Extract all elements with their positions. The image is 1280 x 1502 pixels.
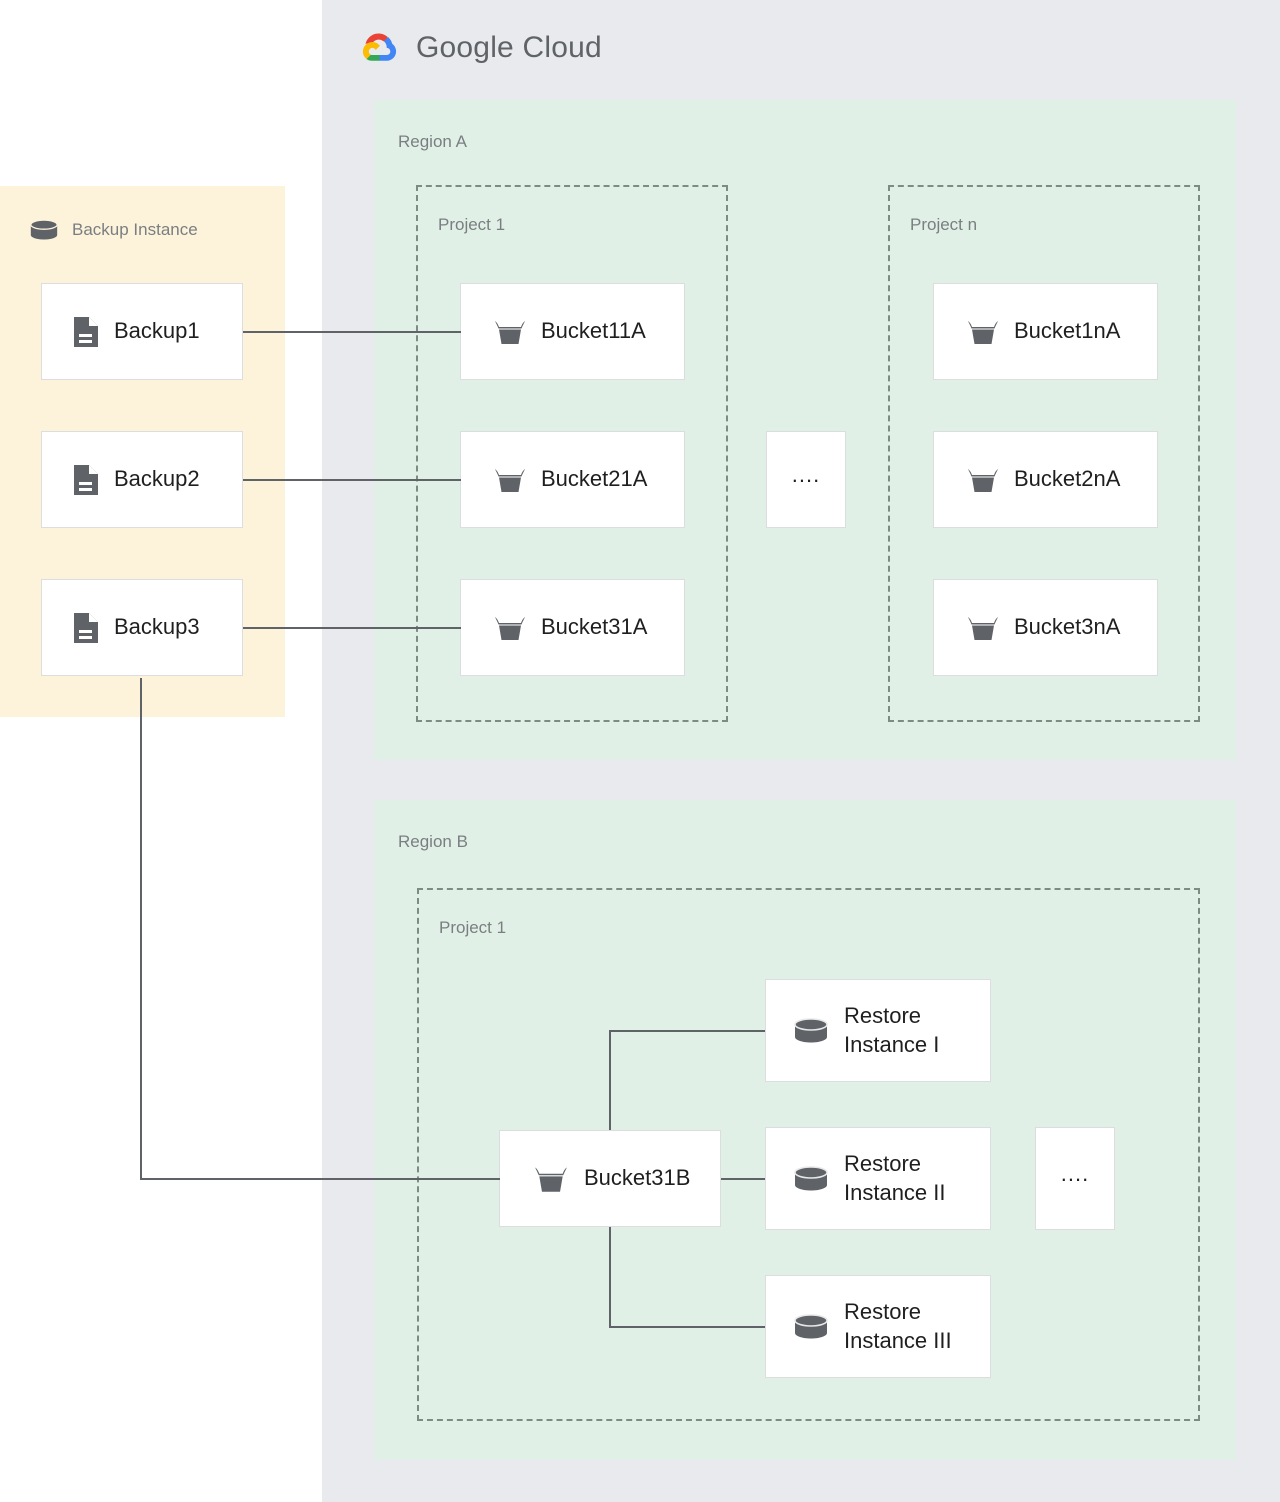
card-restore-instance-iii[interactable]: Restore Instance III xyxy=(765,1275,991,1378)
card-label: Backup3 xyxy=(114,614,200,640)
google-cloud-brand: Google Cloud xyxy=(354,28,602,68)
brand-name: Google Cloud xyxy=(416,31,602,65)
card-label: Bucket2nA xyxy=(1014,466,1121,492)
region-a-ellipsis-card: .... xyxy=(766,431,846,528)
connector-bucket31b-to-restore-i-vertical xyxy=(609,1030,611,1180)
card-label: Bucket3nA xyxy=(1014,614,1121,640)
card-label: Restore Instance III xyxy=(844,1299,952,1353)
card-restore-instance-i[interactable]: Restore Instance I xyxy=(765,979,991,1082)
connector-bucket31b-to-restore-i-horizontal xyxy=(609,1030,766,1032)
backup-instance-header: Backup Instance xyxy=(28,216,198,244)
card-label: Backup1 xyxy=(114,318,200,344)
document-icon xyxy=(74,612,98,643)
card-label: Bucket31A xyxy=(541,614,648,640)
storage-bucket-icon xyxy=(495,320,525,344)
card-label: Bucket11A xyxy=(541,318,646,344)
card-bucket2na[interactable]: Bucket2nA xyxy=(933,431,1158,528)
storage-bucket-icon xyxy=(968,468,998,492)
connector-backup3-to-bucket31b-vertical xyxy=(140,678,142,1180)
document-icon xyxy=(74,316,98,347)
card-bucket1na[interactable]: Bucket1nA xyxy=(933,283,1158,380)
connector-backup3-to-bucket31b-horizontal xyxy=(140,1178,500,1180)
storage-bucket-icon xyxy=(535,1166,567,1192)
card-label: Restore Instance II xyxy=(844,1151,946,1205)
region-b-ellipsis-card: .... xyxy=(1035,1127,1115,1230)
region-a-label: Region A xyxy=(398,132,467,151)
card-bucket21a[interactable]: Bucket21A xyxy=(460,431,685,528)
card-backup3[interactable]: Backup3 xyxy=(41,579,243,676)
region-b-project-1-label: Project 1 xyxy=(439,918,507,937)
storage-bucket-icon xyxy=(968,616,998,640)
card-bucket11a[interactable]: Bucket11A xyxy=(460,283,685,380)
brand-name-cloud: Cloud xyxy=(522,31,602,64)
card-bucket31a[interactable]: Bucket31A xyxy=(460,579,685,676)
card-backup1[interactable]: Backup1 xyxy=(41,283,243,380)
database-cylinder-icon xyxy=(794,1313,828,1338)
region-a-project-n: Project n xyxy=(888,185,1200,722)
database-cylinder-icon xyxy=(794,1017,828,1042)
ellipsis-label: .... xyxy=(791,462,821,488)
database-cylinder-icon xyxy=(794,1165,828,1190)
card-bucket3na[interactable]: Bucket3nA xyxy=(933,579,1158,676)
card-label: Bucket31B xyxy=(584,1165,691,1191)
region-b-project-1: Project 1 xyxy=(417,888,1200,1421)
connector-backup1-to-bucket11a xyxy=(243,331,461,333)
ellipsis-label: .... xyxy=(1060,1161,1090,1187)
card-label: Bucket21A xyxy=(541,466,648,492)
region-b-label: Region B xyxy=(398,832,468,851)
card-label: Bucket1nA xyxy=(1014,318,1121,344)
storage-bucket-icon xyxy=(495,468,525,492)
brand-name-google: Google xyxy=(416,31,514,64)
storage-bucket-icon xyxy=(495,616,525,640)
region-a-project-1: Project 1 xyxy=(416,185,728,722)
document-icon xyxy=(74,464,98,495)
google-cloud-logo-icon xyxy=(362,33,397,61)
connector-bucket31b-to-restore-iii-vertical xyxy=(609,1178,611,1328)
card-label: Restore Instance I xyxy=(844,1003,940,1057)
region-a-project-n-label: Project n xyxy=(910,215,978,234)
card-restore-instance-ii[interactable]: Restore Instance II xyxy=(765,1127,991,1230)
card-label: Backup2 xyxy=(114,466,200,492)
card-bucket31b[interactable]: Bucket31B xyxy=(499,1130,721,1227)
connector-backup2-to-bucket21a xyxy=(243,479,461,481)
card-backup2[interactable]: Backup2 xyxy=(41,431,243,528)
backup-instance-title: Backup Instance xyxy=(72,220,198,239)
storage-bucket-icon xyxy=(968,320,998,344)
connector-bucket31b-to-restore-iii-horizontal xyxy=(609,1326,766,1328)
database-cylinder-icon xyxy=(30,219,58,240)
connector-bucket31b-to-restore-ii xyxy=(718,1178,766,1180)
region-a-project-1-label: Project 1 xyxy=(438,215,506,234)
connector-backup3-to-bucket31a xyxy=(243,627,461,629)
